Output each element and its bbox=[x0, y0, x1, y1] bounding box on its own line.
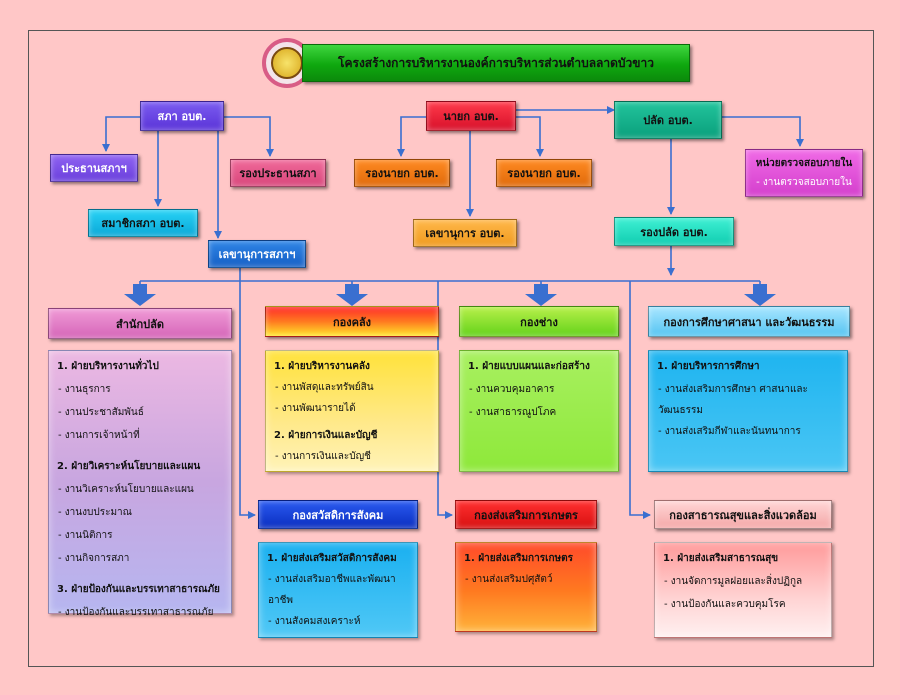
dept-health-panel: 1. ฝ่ายส่งเสริมสาธารณสุข - งานจัดการมูลฝ… bbox=[654, 542, 832, 638]
health-item: - งานป้องกันและควบคุมโรค bbox=[664, 599, 786, 610]
dept-office-panel: 1. ฝ่ายบริหารงานทั่วไป - งานธุรการ - งาน… bbox=[48, 350, 232, 618]
office-item: - งานการเจ้าหน้าที่ bbox=[58, 430, 140, 441]
welfare-item: - งานสังคมสงเคราะห์ bbox=[268, 616, 361, 627]
engineering-item: - งานสาธารณูปโภค bbox=[469, 407, 557, 418]
dept-engineering-title: กองช่าง bbox=[459, 306, 619, 337]
agriculture-item: - งานส่งเสริมปศุสัตว์ bbox=[465, 574, 553, 585]
audit-item: - งานตรวจสอบภายใน bbox=[756, 177, 852, 188]
dept-agriculture-title: กองส่งเสริมการเกษตร bbox=[455, 500, 597, 529]
office-item: - งานป้องกันและบรรเทาสาธารณภัย bbox=[58, 607, 214, 618]
office-group-2-heading: 2. ฝ่ายวิเคราะห์นโยบายและแผน bbox=[57, 461, 201, 472]
dept-agriculture-panel: 1. ฝ่ายส่งเสริมการเกษตร - งานส่งเสริมปศุ… bbox=[455, 542, 597, 632]
council-member-box: สมาชิกสภา อบต. bbox=[88, 209, 198, 237]
office-item: - งานกิจการสภา bbox=[58, 553, 130, 564]
down-arrows bbox=[124, 284, 776, 306]
office-item: - งานนิติการ bbox=[58, 530, 113, 541]
dept-welfare-title: กองสวัสดิการสังคม bbox=[258, 500, 418, 529]
council-secretary-box: เลขานุการสภาฯ bbox=[208, 240, 306, 268]
education-group-1-heading: 1. ฝ่ายบริหารการศึกษา bbox=[657, 361, 760, 372]
education-item: - งานส่งเสริมการศึกษา ศาสนาและ bbox=[658, 384, 808, 395]
finance-item: - งานพัสดุและทรัพย์สิน bbox=[275, 382, 374, 393]
dept-office-title: สำนักปลัด bbox=[48, 308, 232, 339]
vice-mayor-2-box: รองนายก อบต. bbox=[496, 159, 592, 187]
mayor-secretary-box: เลขานุการ อบต. bbox=[413, 219, 517, 247]
office-group-3-heading: 3. ฝ่ายป้องกันและบรรเทาสาธารณภัย bbox=[57, 584, 220, 595]
agriculture-group-1-heading: 1. ฝ่ายส่งเสริมการเกษตร bbox=[464, 553, 574, 564]
engineering-item: - งานควบคุมอาคาร bbox=[469, 384, 555, 395]
audit-unit-box: หน่วยตรวจสอบภายใน - งานตรวจสอบภายใน bbox=[745, 149, 863, 197]
dept-education-title: กองการศึกษาศาสนา และวัฒนธรรม bbox=[648, 306, 850, 337]
palad-box: ปลัด อบต. bbox=[614, 101, 722, 139]
chart-title: โครงสร้างการบริหารงานองค์การบริหารส่วนตำ… bbox=[302, 44, 690, 82]
chart-frame bbox=[28, 30, 874, 667]
health-item: - งานจัดการมูลฝอยและสิ่งปฏิกูล bbox=[664, 576, 803, 587]
education-item: วัฒนธรรม bbox=[658, 405, 703, 416]
audit-title: หน่วยตรวจสอบภายใน bbox=[755, 158, 853, 169]
dept-health-title: กองสาธารณสุขและสิ่งแวดล้อม bbox=[654, 500, 832, 529]
office-item: - งานธุรการ bbox=[58, 384, 111, 395]
finance-item: - งานการเงินและบัญชี bbox=[275, 451, 371, 462]
dept-welfare-panel: 1. ฝ่ายส่งเสริมสวัสดิการสังคม - งานส่งเส… bbox=[258, 542, 418, 638]
engineering-group-1-heading: 1. ฝ่ายแบบแผนและก่อสร้าง bbox=[468, 361, 590, 372]
finance-group-2-heading: 2. ฝ่ายการเงินและบัญชี bbox=[274, 430, 378, 441]
office-item: - งานวิเคราะห์นโยบายและแผน bbox=[58, 484, 194, 495]
dept-finance-title: กองคลัง bbox=[265, 306, 439, 337]
council-chair-box: ประธานสภาฯ bbox=[50, 154, 138, 182]
vice-palad-box: รองปลัด อบต. bbox=[614, 217, 734, 246]
welfare-item: อาชีพ bbox=[268, 595, 293, 606]
education-item: - งานส่งเสริมกีฬาและนันทนาการ bbox=[658, 426, 801, 437]
finance-item: - งานพัฒนารายได้ bbox=[275, 403, 356, 414]
dept-finance-panel: 1. ฝ่ายบริหารงานคลัง - งานพัสดุและทรัพย์… bbox=[265, 350, 439, 472]
vice-mayor-1-box: รองนายก อบต. bbox=[354, 159, 450, 187]
dept-engineering-panel: 1. ฝ่ายแบบแผนและก่อสร้าง - งานควบคุมอาคา… bbox=[459, 350, 619, 472]
office-item: - งานงบประมาณ bbox=[58, 507, 132, 518]
dept-education-panel: 1. ฝ่ายบริหารการศึกษา - งานส่งเสริมการศึ… bbox=[648, 350, 848, 472]
mayor-box: นายก อบต. bbox=[426, 101, 516, 131]
office-group-1-heading: 1. ฝ่ายบริหารงานทั่วไป bbox=[57, 361, 159, 372]
welfare-item: - งานส่งเสริมอาชีพและพัฒนา bbox=[268, 574, 396, 585]
office-item: - งานประชาสัมพันธ์ bbox=[58, 407, 144, 418]
finance-group-1-heading: 1. ฝ่ายบริหารงานคลัง bbox=[274, 361, 370, 372]
health-group-1-heading: 1. ฝ่ายส่งเสริมสาธารณสุข bbox=[663, 553, 779, 564]
council-box: สภา อบต. bbox=[140, 101, 224, 131]
welfare-group-1-heading: 1. ฝ่ายส่งเสริมสวัสดิการสังคม bbox=[267, 553, 397, 564]
council-vice-box: รองประธานสภา bbox=[230, 159, 326, 187]
